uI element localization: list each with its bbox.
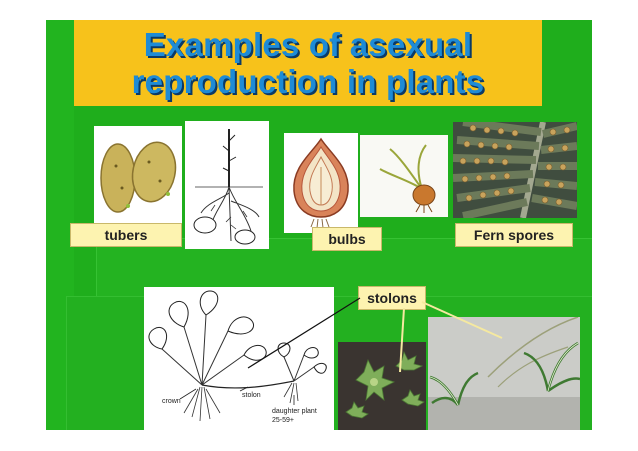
diagram-label-daughter-plant: daughter plant (272, 408, 317, 415)
title-box: Examples of asexual reproduction in plan… (74, 20, 542, 106)
onion-bulb-section (284, 133, 358, 233)
potato-tubers-photo (94, 126, 182, 230)
diagram-label-crown: crown (162, 398, 181, 405)
fern-spores-photo (453, 122, 577, 218)
label-tubers: tubers (70, 223, 182, 247)
strawberry-stolon-diagram: crown stolon daughter plant 25-59+ (144, 287, 334, 430)
title-line-1: Examples of asexual (143, 26, 473, 63)
potato-plant-drawing (185, 121, 269, 249)
label-bulbs: bulbs (312, 227, 382, 251)
slide-title: Examples of asexual reproduction in plan… (74, 26, 542, 100)
spider-plant-photo (428, 317, 580, 430)
slide: Examples of asexual reproduction in plan… (46, 20, 592, 430)
succulent-stolons-photo (338, 342, 426, 430)
diagram-label-daughter-plant-size: 25-59+ (272, 417, 294, 424)
diagram-label-stolon: stolon (242, 392, 261, 399)
title-line-2: reproduction in plants (131, 63, 485, 100)
label-stolons: stolons (358, 286, 426, 310)
label-fern-spores: Fern spores (455, 223, 573, 247)
onion-sprout-drawing (360, 135, 448, 217)
stolons-pointer-lines (247, 297, 503, 373)
